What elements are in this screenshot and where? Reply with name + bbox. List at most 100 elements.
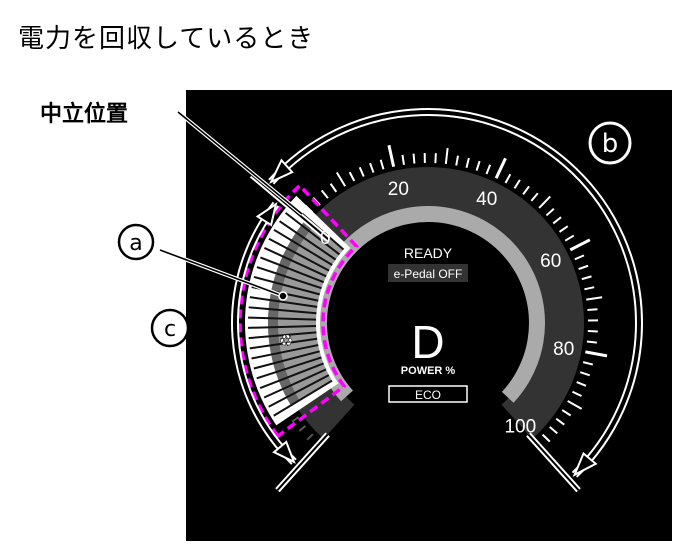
arrow-icon bbox=[269, 158, 294, 184]
range-b-arc-inner bbox=[272, 114, 637, 474]
scale-tick bbox=[455, 155, 459, 166]
page-title: 電力を回収しているとき bbox=[18, 24, 315, 54]
scale-label-0: 0 bbox=[320, 228, 331, 249]
marker-b: b bbox=[588, 121, 632, 165]
scale-tick bbox=[567, 400, 583, 410]
scale-tick bbox=[555, 417, 565, 426]
scale-tick bbox=[569, 238, 591, 252]
scale-tick bbox=[584, 286, 595, 291]
regen-segment bbox=[248, 316, 317, 321]
scale-tick bbox=[578, 264, 589, 271]
scale-tick bbox=[564, 234, 575, 242]
arrow-icon bbox=[572, 451, 598, 477]
scale-tick bbox=[320, 189, 329, 199]
marker-a-leader-line bbox=[159, 249, 284, 297]
scale-label-80: 80 bbox=[553, 339, 574, 360]
regen-segment bbox=[259, 362, 324, 389]
scale-tick bbox=[412, 153, 416, 164]
scale-tick bbox=[369, 162, 375, 173]
scale-tick bbox=[348, 171, 356, 182]
scale-tick bbox=[574, 254, 585, 261]
scale-tick bbox=[582, 361, 594, 366]
scale-tick bbox=[541, 433, 551, 443]
scale-tick bbox=[530, 192, 539, 202]
arrow-icon bbox=[255, 201, 278, 227]
scale-label-60: 60 bbox=[540, 251, 561, 272]
eco-mode-box bbox=[388, 385, 468, 403]
regen-segment bbox=[253, 275, 320, 296]
eco-mode-label: ECO bbox=[415, 388, 441, 402]
range-c-arc-outer bbox=[231, 201, 293, 465]
range-boundary-line-core bbox=[251, 174, 330, 241]
range-boundary-line-core bbox=[276, 433, 329, 491]
scale-tick bbox=[586, 340, 597, 344]
scale-label-100: 100 bbox=[504, 417, 536, 438]
regen-segment bbox=[273, 379, 333, 417]
scale-label-20: 20 bbox=[388, 179, 409, 200]
neutral-leader-line bbox=[177, 111, 303, 215]
svg-text:a: a bbox=[129, 231, 142, 256]
regen-segment bbox=[263, 368, 327, 399]
scale-tick bbox=[549, 426, 558, 435]
scale-tick bbox=[522, 185, 530, 195]
regen-segment bbox=[260, 256, 325, 284]
svg-text:b: b bbox=[602, 129, 619, 159]
scale-tick bbox=[586, 296, 603, 301]
regen-segment bbox=[253, 350, 320, 370]
regen-segment bbox=[273, 228, 333, 266]
scale-tick bbox=[387, 144, 396, 168]
scale-tick bbox=[465, 157, 470, 168]
scale-tick bbox=[552, 216, 562, 225]
range-c-arc-inner bbox=[237, 205, 297, 461]
scale-tick bbox=[576, 381, 587, 387]
scale-tick bbox=[538, 195, 551, 209]
regen-segment bbox=[248, 306, 317, 315]
epedal-badge bbox=[388, 264, 468, 282]
scale-tick bbox=[504, 173, 512, 184]
scale-tick bbox=[379, 159, 385, 170]
scale-label-40: 40 bbox=[476, 189, 497, 210]
gear-indicator: D bbox=[411, 316, 444, 368]
scale-tick bbox=[358, 166, 365, 177]
scale-tick bbox=[581, 275, 592, 281]
scale-tick bbox=[558, 225, 569, 233]
scale-tick bbox=[475, 160, 481, 171]
arrow-icon bbox=[272, 440, 296, 464]
power-unit-label: POWER % bbox=[401, 365, 456, 377]
scale-tick bbox=[329, 183, 338, 193]
scale-tick bbox=[401, 154, 405, 165]
regen-segment bbox=[251, 344, 319, 360]
scale-tick bbox=[335, 171, 346, 187]
marker-c: c bbox=[150, 308, 190, 348]
regen-segment bbox=[249, 337, 318, 350]
range-boundary-line-core bbox=[527, 433, 580, 491]
regen-segment bbox=[268, 237, 330, 272]
ready-status: READY bbox=[404, 245, 453, 261]
scale-tick bbox=[587, 308, 598, 312]
scale-tick bbox=[545, 207, 555, 217]
scale-tick bbox=[298, 425, 307, 432]
regen-segment bbox=[249, 296, 318, 308]
scale-tick bbox=[444, 147, 449, 165]
regen-segment bbox=[256, 266, 322, 290]
scale-tick bbox=[585, 350, 608, 358]
scale-tick bbox=[579, 371, 591, 377]
marker-a: a bbox=[117, 223, 155, 261]
neutral-position-label: 中立位置 bbox=[40, 102, 129, 127]
scale-tick bbox=[587, 330, 598, 333]
regen-segment bbox=[248, 325, 317, 329]
regen-segment bbox=[256, 356, 322, 380]
regen-arrows-icon: ♻ bbox=[279, 331, 293, 350]
regen-segment bbox=[285, 212, 341, 256]
scale-tick bbox=[513, 179, 521, 189]
scale-tick bbox=[291, 416, 300, 423]
range-arcs bbox=[231, 108, 643, 493]
regen-segment bbox=[248, 331, 317, 340]
regen-segment bbox=[279, 220, 337, 261]
regen-segment bbox=[263, 247, 327, 278]
scale-tick bbox=[306, 433, 314, 441]
regen-segment bbox=[268, 374, 330, 408]
epedal-status: e-Pedal OFF bbox=[394, 267, 463, 281]
scale-tick bbox=[572, 390, 582, 397]
